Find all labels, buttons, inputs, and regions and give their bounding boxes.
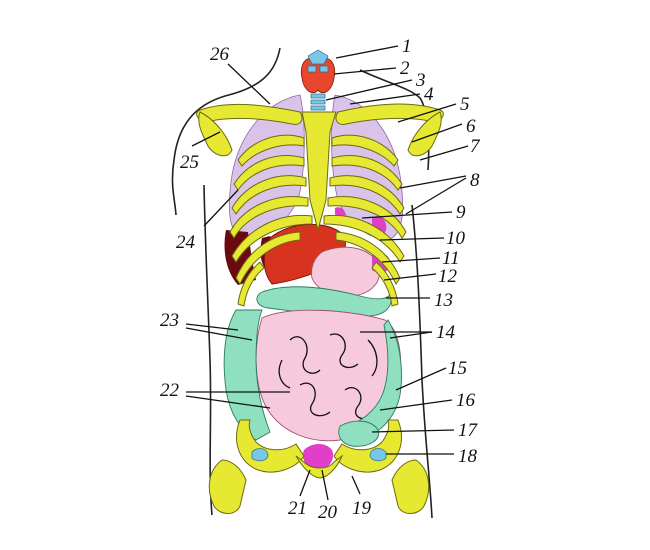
label-8: 8: [470, 170, 480, 191]
label-2: 2: [400, 58, 410, 79]
leader-22b: [185, 395, 271, 409]
leader-lines: [185, 45, 469, 501]
label-18: 18: [458, 446, 478, 467]
label-22: 22: [160, 380, 180, 401]
leader-8a: [399, 175, 467, 189]
leader-23b: [185, 327, 253, 341]
label-19: 19: [352, 498, 372, 519]
leader-15: [395, 367, 447, 391]
leader-19: [351, 475, 361, 495]
label-10: 10: [446, 228, 466, 249]
transverse-colon: [256, 286, 392, 317]
leader-25: [191, 131, 221, 147]
label-25: 25: [180, 152, 199, 173]
thyroid-trachea: [300, 49, 336, 111]
leader-4: [349, 93, 421, 105]
leader-21: [299, 469, 311, 497]
leader-2: [333, 67, 397, 75]
leader-6: [411, 123, 463, 143]
label-9: 9: [456, 202, 466, 223]
label-4: 4: [424, 84, 434, 105]
leader-23a: [185, 323, 239, 331]
label-26: 26: [210, 44, 230, 65]
sigmoid-colon: [338, 420, 380, 447]
label-14: 14: [436, 322, 456, 343]
label-23: 23: [160, 310, 179, 331]
label-7: 7: [470, 136, 481, 157]
label-15: 15: [448, 358, 467, 379]
label-12: 12: [438, 266, 458, 287]
label-21: 21: [288, 498, 307, 519]
number-labels: 1 2 3 4 5 6 7 8 9 10 11 12 13 14 15 16 1…: [160, 36, 481, 523]
leader-10: [379, 237, 445, 241]
ascending-colon: [223, 309, 271, 441]
leader-16: [379, 399, 453, 411]
leader-5: [397, 103, 457, 123]
label-11: 11: [442, 248, 460, 269]
leader-3: [325, 79, 413, 101]
label-13: 13: [434, 290, 453, 311]
bladder: [302, 444, 334, 470]
body-outline: [171, 47, 433, 519]
leader-24: [203, 189, 239, 227]
leader-1: [335, 45, 399, 59]
leader-20: [321, 469, 329, 501]
label-5: 5: [460, 94, 470, 115]
leader-9: [361, 211, 453, 219]
leader-14b: [389, 331, 433, 339]
label-24: 24: [176, 232, 196, 253]
leader-12: [383, 273, 437, 281]
leader-8b: [405, 177, 467, 215]
label-1: 1: [402, 36, 412, 57]
label-3: 3: [415, 70, 426, 91]
leader-11: [381, 257, 441, 263]
label-17: 17: [458, 420, 479, 441]
leader-7: [419, 145, 469, 161]
leader-17: [371, 429, 455, 433]
label-6: 6: [466, 116, 476, 137]
skeleton: [196, 103, 444, 514]
leader-26: [227, 63, 271, 105]
label-16: 16: [456, 390, 476, 411]
label-20: 20: [318, 502, 338, 523]
